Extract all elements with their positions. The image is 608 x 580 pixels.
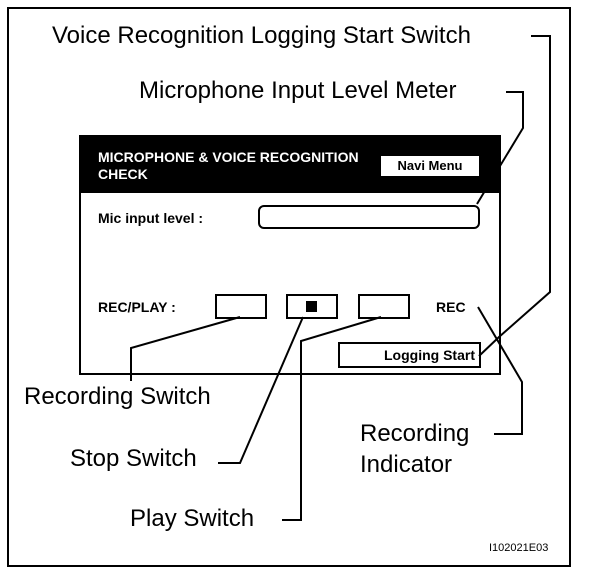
callout-mic-level-meter: Microphone Input Level Meter (139, 77, 457, 104)
mic-voice-check-panel: MICROPHONE & VOICE RECOGNITION CHECK Nav… (79, 135, 501, 375)
mic-input-level-label: Mic input level : (98, 210, 204, 226)
recording-switch[interactable] (215, 294, 267, 319)
callout-logging-start-switch: Voice Recognition Logging Start Switch (52, 22, 471, 49)
figure-border (7, 7, 571, 567)
stop-icon (306, 301, 317, 312)
panel-header: MICROPHONE & VOICE RECOGNITION CHECK Nav… (81, 137, 499, 193)
callout-stop-switch: Stop Switch (70, 445, 197, 472)
rec-play-label: REC/PLAY : (98, 299, 176, 315)
callout-recording-indicator-line1: Recording (360, 420, 470, 447)
figure-id: I102021E03 (489, 542, 549, 554)
callout-recording-switch: Recording Switch (24, 383, 211, 410)
mic-input-level-meter (258, 205, 480, 229)
panel-title: MICROPHONE & VOICE RECOGNITION CHECK (98, 149, 359, 182)
logging-start-button[interactable]: Logging Start (338, 342, 481, 368)
stop-switch[interactable] (286, 294, 338, 319)
callout-recording-indicator-line2: Indicator (360, 451, 453, 478)
navi-menu-button[interactable]: Navi Menu (381, 156, 479, 176)
rec-indicator: REC (436, 299, 466, 315)
callout-play-switch: Play Switch (130, 505, 255, 532)
play-switch[interactable] (358, 294, 410, 319)
